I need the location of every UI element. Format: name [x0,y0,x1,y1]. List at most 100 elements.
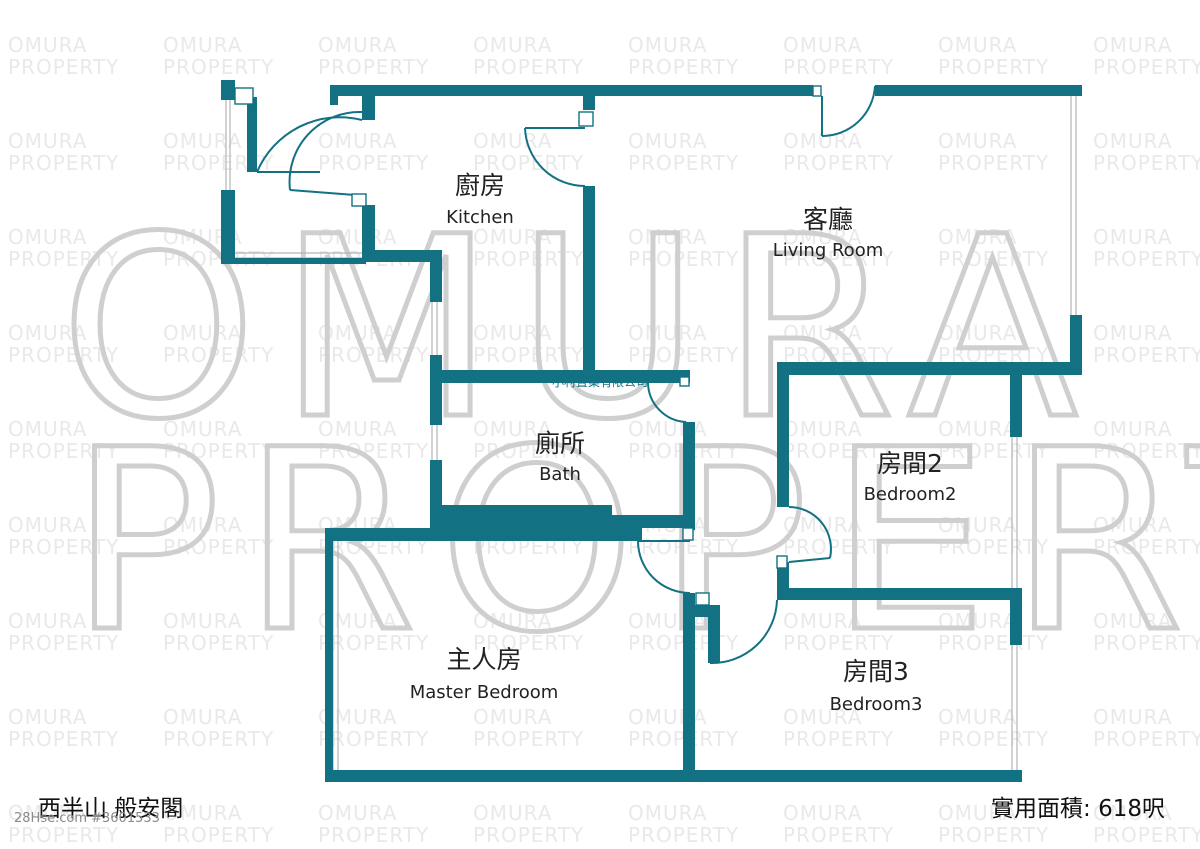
source-reference: 28Hse.com #3601533 [14,811,160,826]
watermark-tile-line1: OMURA [318,801,397,825]
watermark-tile-line1: OMURA [1093,513,1172,537]
watermark-tile-line2: PROPERTY [473,55,584,79]
watermark-tile-line1: OMURA [163,705,242,729]
watermark-tile-line2: PROPERTY [938,535,1049,559]
watermark-tile-line2: PROPERTY [1093,631,1200,655]
watermark-tile-line1: OMURA [938,129,1017,153]
watermark-tile-line1: OMURA [8,225,87,249]
watermark-tile-line1: OMURA [938,225,1017,249]
watermark-tile-line1: OMURA [8,801,87,825]
watermark-tile-line1: OMURA [783,321,862,345]
watermark-tile-line1: OMURA [473,609,552,633]
watermark-tile-line2: PROPERTY [163,55,274,79]
company-name: 小村置業有限公司 [552,375,648,389]
watermark-tile-line2: PROPERTY [318,343,429,367]
watermark-tile-line1: OMURA [8,705,87,729]
watermark-tile-line1: OMURA [628,129,707,153]
watermark-tile-line2: PROPERTY [938,727,1049,751]
watermark-tile-line1: OMURA [163,33,242,57]
watermark-tile-line2: PROPERTY [473,727,584,751]
watermark-tile-line1: OMURA [318,321,397,345]
bedroom3-label-zh: 房間3 [843,657,909,686]
watermark-tile-line2: PROPERTY [8,247,119,271]
watermark-tile-line2: PROPERTY [783,727,894,751]
watermark-tile-line2: PROPERTY [163,343,274,367]
watermark-tile-line1: OMURA [318,417,397,441]
watermark-tile-line2: PROPERTY [8,439,119,463]
watermark-tile-line1: OMURA [938,513,1017,537]
watermark-tile-line1: OMURA [783,417,862,441]
watermark-tile-line2: PROPERTY [473,439,584,463]
watermark-tile-line2: PROPERTY [628,151,739,175]
watermark-tile-line2: PROPERTY [1093,343,1200,367]
watermark-tile-line1: OMURA [938,417,1017,441]
watermark-tile-line2: PROPERTY [628,343,739,367]
watermark-tile-line2: PROPERTY [8,151,119,175]
watermark-tile-line2: PROPERTY [1093,823,1200,847]
watermark-tile-line2: PROPERTY [8,343,119,367]
watermark-tile-line2: PROPERTY [318,151,429,175]
watermark-tile-line1: OMURA [473,225,552,249]
watermark-tile-line2: PROPERTY [473,823,584,847]
watermark-tile-line2: PROPERTY [783,55,894,79]
watermark-tile-line2: PROPERTY [318,727,429,751]
watermark-tile-line2: PROPERTY [783,439,894,463]
saleable-area: 實用面積: 618呎 [991,796,1165,822]
bath-label-en: Bath [539,464,581,485]
watermark-tile-line2: PROPERTY [8,823,119,847]
watermark-tile-line1: OMURA [1093,801,1172,825]
watermark-tile-line2: PROPERTY [473,343,584,367]
watermark-tile-line1: OMURA [938,321,1017,345]
watermark-tile-line1: OMURA [1093,609,1172,633]
watermark-tile-line1: OMURA [1093,417,1172,441]
watermark-tile-line1: OMURA [628,321,707,345]
watermark-tile-line1: OMURA [473,129,552,153]
bath-label-zh: 廁所 [535,429,585,458]
watermark-tile-line1: OMURA [1093,321,1172,345]
watermark-tile-line2: PROPERTY [783,151,894,175]
watermark-tile-line1: OMURA [8,417,87,441]
watermark-tile-line2: PROPERTY [1093,727,1200,751]
watermark-tile-line2: PROPERTY [938,823,1049,847]
kitchen-label-en: Kitchen [446,207,514,228]
master-bedroom-label-en: Master Bedroom [410,682,559,703]
watermark-tile-line1: OMURA [938,705,1017,729]
watermark-tile-line1: OMURA [783,513,862,537]
watermark-tile-line2: PROPERTY [318,631,429,655]
watermark-tile-line2: PROPERTY [8,631,119,655]
watermark-tile-line2: PROPERTY [783,823,894,847]
watermark-tile-line1: OMURA [473,321,552,345]
watermark-tile-line2: PROPERTY [163,439,274,463]
watermark-tile-line2: PROPERTY [938,247,1049,271]
watermark-tile-line1: OMURA [938,33,1017,57]
kitchen-label-zh: 廚房 [455,171,505,200]
watermark-tile-line2: PROPERTY [938,55,1049,79]
watermark-tile-line1: OMURA [8,513,87,537]
bedroom2-label-zh: 房間2 [877,449,943,478]
watermark-tile-line2: PROPERTY [783,247,894,271]
watermark-tile-line1: OMURA [8,321,87,345]
watermark-tile-line1: OMURA [938,801,1017,825]
watermark-tile-line2: PROPERTY [473,151,584,175]
watermark-tile-line2: PROPERTY [1093,535,1200,559]
watermark-tile-line1: OMURA [1093,705,1172,729]
watermark-tile-line1: OMURA [8,129,87,153]
watermark-tile-line2: PROPERTY [163,823,274,847]
watermark-tile-line1: OMURA [8,33,87,57]
watermark-tile-line2: PROPERTY [1093,247,1200,271]
watermark-tile-line1: OMURA [628,705,707,729]
watermark-tile-line2: PROPERTY [783,631,894,655]
watermark-tile-line2: PROPERTY [628,823,739,847]
watermark-tile-line2: PROPERTY [938,439,1049,463]
watermark-tile-line2: PROPERTY [473,631,584,655]
watermark-tile-line1: OMURA [628,801,707,825]
watermark-tile-line2: PROPERTY [163,631,274,655]
room-labels: 廚房 Kitchen 客廳 Living Room 廁所 Bath 房間2 Be… [410,171,957,715]
watermark-tile-line1: OMURA [318,225,397,249]
watermark-tile-line1: OMURA [473,705,552,729]
door-swings [256,85,876,665]
watermark-tile-line1: OMURA [163,321,242,345]
watermark-tile-line2: PROPERTY [8,727,119,751]
watermark-tile-line1: OMURA [1093,33,1172,57]
